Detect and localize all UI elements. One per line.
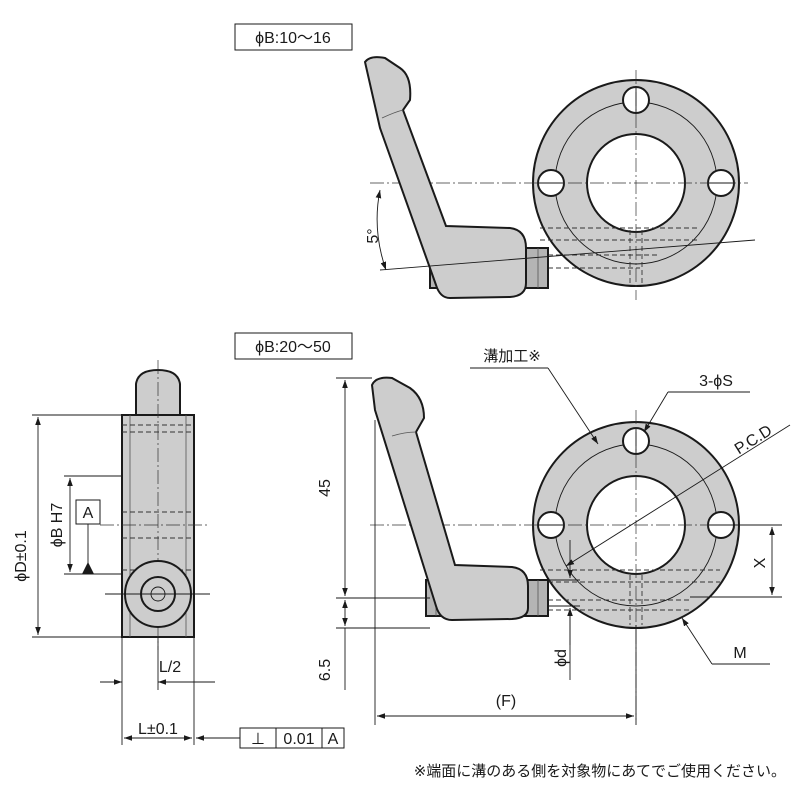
datum-box bbox=[75, 499, 101, 525]
top-angle-arc bbox=[375, 189, 387, 271]
hole-leader bbox=[643, 391, 669, 433]
footnote: ※端面に溝のある側を対象物にあてでご使用ください。 bbox=[414, 762, 786, 780]
top-angle-label: 5° bbox=[365, 228, 382, 243]
pcd-line bbox=[565, 424, 791, 567]
bottom-view: ϕB:20～50 45 6.5 bbox=[234, 332, 791, 725]
bottom-range-box bbox=[234, 332, 353, 360]
top-angle-line bbox=[379, 239, 756, 271]
pcd-label: P.C.D bbox=[732, 422, 775, 458]
datum-triangle bbox=[82, 562, 94, 574]
groove-label: 溝加工※ bbox=[483, 347, 541, 365]
tolerance-frame: ⊥ 0.01 A bbox=[239, 727, 345, 749]
datum-label: A bbox=[83, 505, 94, 522]
top-view: ϕB:10～16 5° bbox=[234, 23, 756, 300]
bottom-range-label: ϕB:20～50 bbox=[255, 339, 331, 356]
hole-label: 3-ϕS bbox=[699, 373, 733, 390]
dim-L-half-label: L/2 bbox=[159, 659, 181, 676]
dim-B-label: ϕB H7 bbox=[49, 503, 66, 548]
top-range-label: ϕB:10～16 bbox=[255, 30, 331, 47]
dim-45-label: 45 bbox=[317, 479, 334, 497]
top-lever bbox=[363, 56, 527, 300]
dim-6-5-label: 6.5 bbox=[317, 659, 334, 681]
dim-d-label: ϕd bbox=[553, 649, 570, 667]
dim-L-label: L±0.1 bbox=[138, 721, 178, 738]
dim-X-label: X bbox=[752, 557, 769, 568]
tolerance-datum: A bbox=[328, 731, 339, 748]
dim-F-label: (F) bbox=[496, 693, 516, 710]
top-range-box bbox=[234, 23, 353, 51]
m-leader bbox=[681, 617, 713, 665]
dim-D-label: ϕD±0.1 bbox=[13, 530, 30, 582]
tolerance-value: 0.01 bbox=[283, 731, 314, 748]
bottom-lever bbox=[370, 376, 529, 622]
side-view: ϕD±0.1 ϕB H7 A L/2 L±0.1 ⊥ 0.01 A bbox=[13, 360, 345, 749]
groove-leader bbox=[547, 367, 599, 445]
tolerance-symbol: ⊥ bbox=[251, 731, 265, 748]
m-label: M bbox=[733, 645, 746, 662]
